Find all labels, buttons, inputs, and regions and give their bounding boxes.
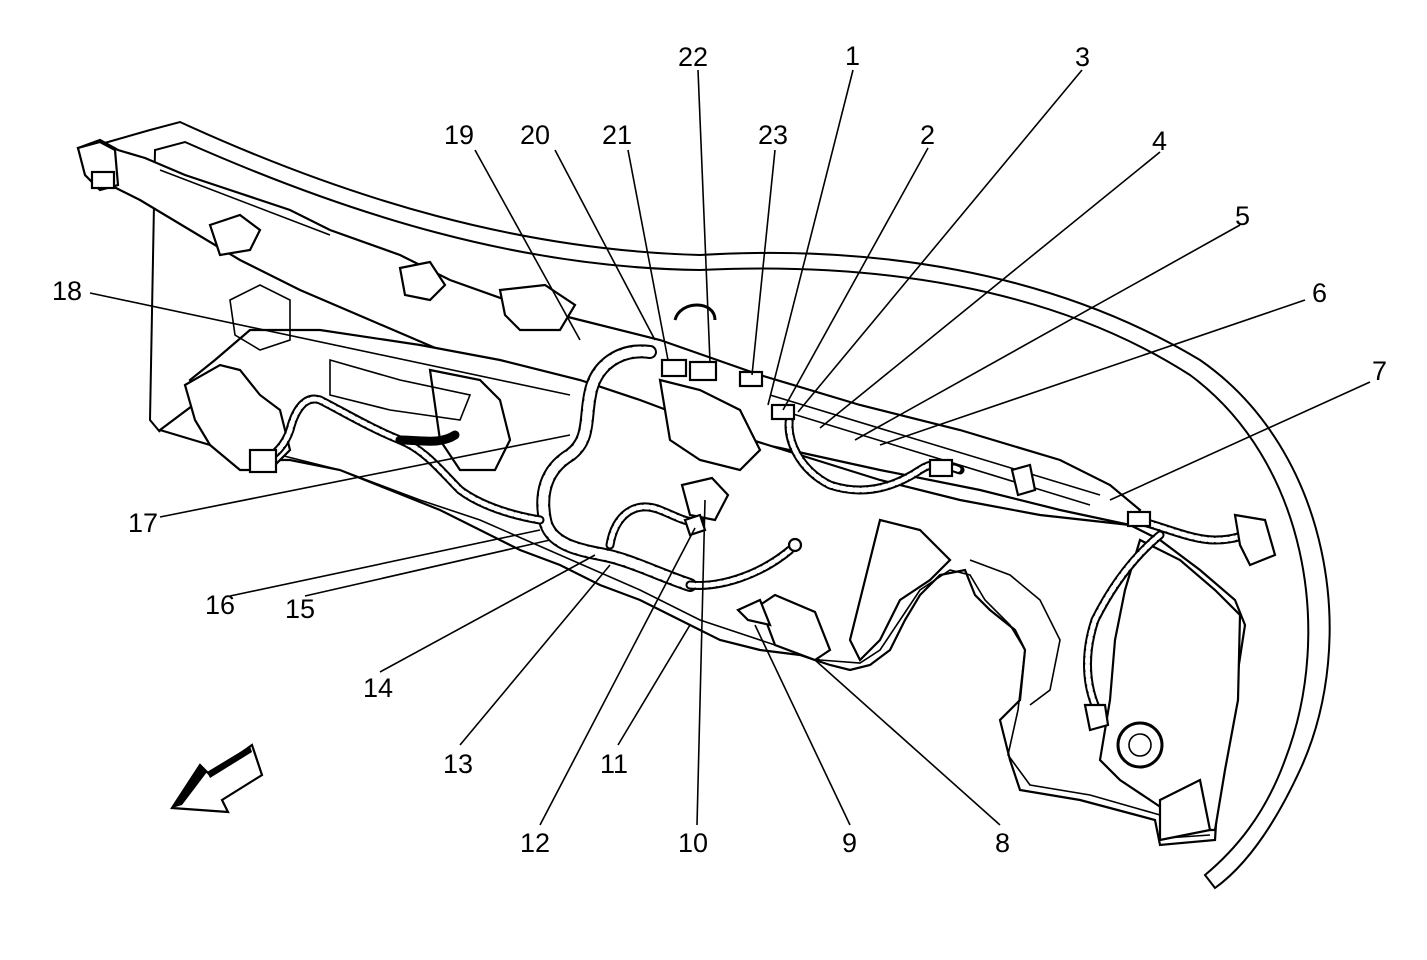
callout-16: 16 [205, 590, 235, 620]
callout-4: 4 [1152, 126, 1167, 156]
callout-7: 7 [1372, 356, 1387, 386]
callout-11: 11 [600, 749, 628, 779]
left-vent-bracket [229, 284, 291, 351]
leader-lines [89, 69, 1371, 826]
right-end-hole [1116, 721, 1164, 769]
left-clip [90, 170, 116, 190]
callout-23: 23 [758, 120, 788, 150]
center-right-structure [969, 559, 1061, 706]
callout-22: 22 [678, 42, 708, 72]
connector-6 [928, 458, 954, 478]
connector-2 [770, 403, 796, 421]
leader-8 [814, 659, 1001, 826]
far-right-connector [1233, 513, 1277, 567]
speaker-bracket [673, 303, 717, 321]
callout-labels: 1 2 3 4 5 6 7 8 9 10 11 12 13 14 15 16 1… [52, 41, 1387, 858]
leader-5 [854, 224, 1241, 441]
defroster-line-2 [769, 394, 1101, 496]
callout-17: 17 [128, 508, 158, 538]
leader-17 [159, 434, 571, 518]
connector-23 [738, 370, 764, 388]
upper-bracket-1 [208, 213, 262, 257]
lower-right-connector [1083, 703, 1110, 732]
right-harness-inner [687, 547, 793, 588]
callout-13: 13 [443, 749, 473, 779]
center-bracket [658, 378, 762, 472]
callout-3: 3 [1075, 42, 1090, 72]
callout-1: 1 [845, 41, 860, 71]
leader-23 [751, 149, 776, 376]
connector-10 [680, 476, 730, 522]
leader-1 [767, 69, 854, 406]
right-end-hole-inner [1128, 733, 1152, 757]
steering-column-support [428, 368, 512, 472]
main-harness-inner [538, 346, 695, 590]
connector-7 [1126, 510, 1152, 528]
callout-14: 14 [363, 673, 393, 703]
harness-end-11 [787, 537, 803, 553]
connector-21 [660, 358, 688, 378]
leader-16 [229, 529, 541, 597]
upper-bracket-2 [398, 260, 447, 302]
light-switch-knob [1010, 463, 1037, 497]
module-8-bracket [736, 598, 772, 627]
right-mount-plate [1158, 778, 1212, 842]
leader-2 [782, 147, 929, 411]
callout-15: 15 [285, 594, 315, 624]
leader-20 [554, 149, 656, 341]
defroster-line-1 [159, 169, 331, 236]
leader-4 [819, 151, 1161, 429]
callout-5: 5 [1235, 201, 1250, 231]
callout-9: 9 [842, 828, 857, 858]
leader-21 [627, 149, 669, 361]
leader-22 [697, 69, 711, 363]
callout-6: 6 [1312, 278, 1327, 308]
defroster-line-3 [779, 409, 1091, 506]
callout-20: 20 [520, 120, 550, 150]
dash-outline [79, 120, 1331, 890]
leader-14 [379, 554, 596, 673]
connector-22 [688, 360, 718, 382]
front-direction-arrow [170, 743, 264, 814]
callout-19: 19 [444, 120, 474, 150]
leader-13 [459, 564, 611, 746]
leader-12 [539, 527, 696, 826]
leader-6 [879, 299, 1306, 446]
left-end-structure [183, 363, 292, 472]
panel-lower-edge [214, 429, 1211, 839]
leader-10 [696, 499, 706, 826]
leader-19 [474, 149, 581, 341]
leader-9 [754, 624, 851, 826]
callout-10: 10 [678, 828, 708, 858]
far-right-harness-drop-inner [1085, 532, 1163, 708]
callout-2: 2 [920, 120, 935, 150]
leader-18 [89, 292, 571, 396]
callout-18: 18 [52, 276, 82, 306]
knee-bolster-opening [329, 358, 472, 421]
callout-8: 8 [995, 828, 1010, 858]
leader-7 [1109, 381, 1371, 501]
center-support-leg [848, 518, 952, 662]
leader-15 [304, 539, 551, 597]
module-8 [758, 593, 832, 662]
callout-21: 21 [602, 120, 632, 150]
leader-11 [617, 624, 691, 746]
callout-12: 12 [520, 828, 550, 858]
connector-12 [683, 513, 707, 537]
left-harness-to-column [395, 430, 460, 446]
left-harness-connector [248, 448, 278, 474]
left-harness-inner [262, 396, 543, 523]
leader-3 [797, 69, 1083, 413]
